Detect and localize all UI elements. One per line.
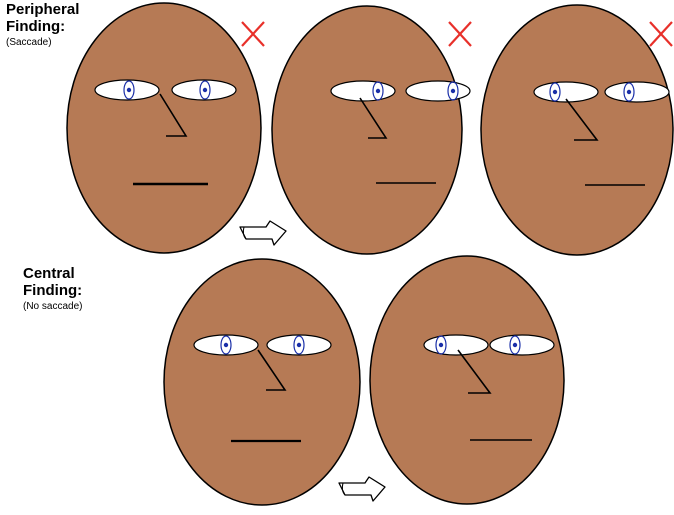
right-eye (406, 81, 470, 101)
central-face-1 (164, 259, 360, 505)
rotate-arrow-central (339, 477, 385, 501)
face-outline (164, 259, 360, 505)
eye-white (490, 335, 554, 355)
eye-white (331, 81, 395, 101)
pupil (451, 89, 455, 93)
eye-white (605, 82, 669, 102)
left-eye (424, 335, 488, 355)
right-eye (605, 82, 669, 102)
left-eye (331, 81, 395, 101)
right-eye (490, 335, 554, 355)
face-outline (481, 5, 673, 255)
face-outline (67, 3, 261, 253)
cross-mark-1 (242, 22, 264, 46)
peripheral-face-2 (272, 6, 470, 254)
arrow-shape (339, 477, 385, 501)
pupil (627, 90, 631, 94)
pupil (297, 343, 301, 347)
pupil (224, 343, 228, 347)
pupil (513, 343, 517, 347)
central-face-2 (370, 256, 564, 504)
cross-mark-3 (650, 22, 672, 46)
pupil (439, 343, 443, 347)
rotate-arrow-peripheral (240, 221, 286, 245)
pupil (203, 88, 207, 92)
left-eye (95, 80, 159, 100)
right-eye (267, 335, 331, 355)
pupil (376, 89, 380, 93)
peripheral-face-3 (481, 5, 673, 255)
eye-white (424, 335, 488, 355)
left-eye (194, 335, 258, 355)
peripheral-face-1 (67, 3, 261, 253)
right-eye (172, 80, 236, 100)
pupil (553, 90, 557, 94)
pupil (127, 88, 131, 92)
eye-white (406, 81, 470, 101)
face-outline (370, 256, 564, 504)
face-outline (272, 6, 462, 254)
arrow-shape (240, 221, 286, 245)
cross-mark-2 (449, 22, 471, 46)
